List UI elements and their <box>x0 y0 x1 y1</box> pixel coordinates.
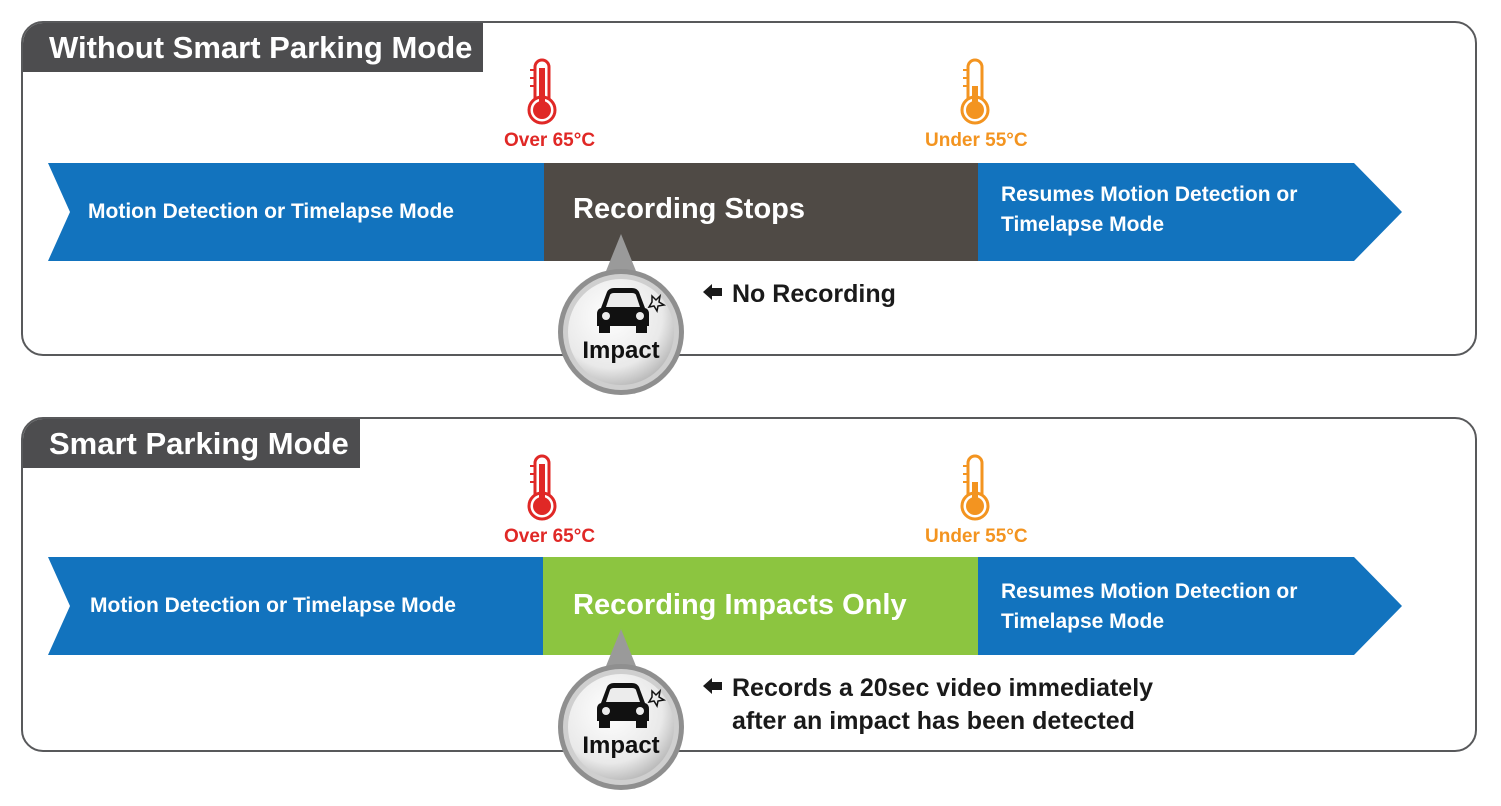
panel-title: Without Smart Parking Mode <box>23 23 484 72</box>
segment-right-line2: Timelapse Mode <box>1001 610 1164 633</box>
segment-right-line2: Timelapse Mode <box>1001 213 1164 236</box>
timeline-band: Motion Detection or Timelapse Mode Recor… <box>48 557 1402 655</box>
arrow-left-icon <box>703 284 722 300</box>
outcome-note: Records a 20sec video immediately after … <box>703 672 1153 738</box>
car-impact-icon <box>558 234 684 395</box>
over-temp-label: Over 65°C <box>504 130 596 151</box>
segment-left-shape <box>48 163 544 261</box>
under-temp-label: Under 55°C <box>925 526 1028 547</box>
outcome-note: No Recording <box>703 278 896 311</box>
segment-right-line1: Resumes Motion Detection or <box>1001 580 1298 603</box>
segment-right-shape <box>978 163 1402 261</box>
note-line2: after an impact has been detected <box>732 707 1135 735</box>
segment-middle-label: Recording Stops <box>573 193 806 225</box>
segment-right-label: Resumes Motion Detection or Timelapse Mo… <box>1001 180 1297 240</box>
impact-label: Impact <box>582 732 660 759</box>
car-impact-icon <box>558 629 684 790</box>
segment-middle-shape <box>543 557 978 655</box>
segment-left-label: Motion Detection or Timelapse Mode <box>88 200 454 223</box>
thermometer-warm-icon <box>960 454 990 521</box>
segment-left-shape <box>48 557 543 655</box>
thermometer-hot-icon <box>527 454 557 521</box>
thermometer-warm-icon <box>960 58 990 125</box>
timeline-band: Motion Detection or Timelapse Mode Recor… <box>48 163 1402 261</box>
segment-middle-shape <box>544 163 978 261</box>
segment-middle-label: Recording Impacts Only <box>573 589 907 621</box>
segment-right-shape <box>978 557 1402 655</box>
impact-label: Impact <box>582 337 660 364</box>
note-line1: Records a 20sec video immediately <box>732 674 1154 702</box>
under-temp-label: Under 55°C <box>925 130 1028 151</box>
arrow-left-icon <box>703 678 722 694</box>
segment-left-label: Motion Detection or Timelapse Mode <box>90 594 456 617</box>
panel-title: Smart Parking Mode <box>23 419 360 468</box>
note-line1: No Recording <box>732 280 896 308</box>
thermometer-hot-icon <box>527 58 557 125</box>
over-temp-label: Over 65°C <box>504 526 596 547</box>
impact-marker: Impact <box>556 629 696 799</box>
segment-right-label: Resumes Motion Detection or Timelapse Mo… <box>1001 577 1297 637</box>
segment-right-line1: Resumes Motion Detection or <box>1001 183 1298 206</box>
impact-marker: Impact <box>556 234 696 404</box>
